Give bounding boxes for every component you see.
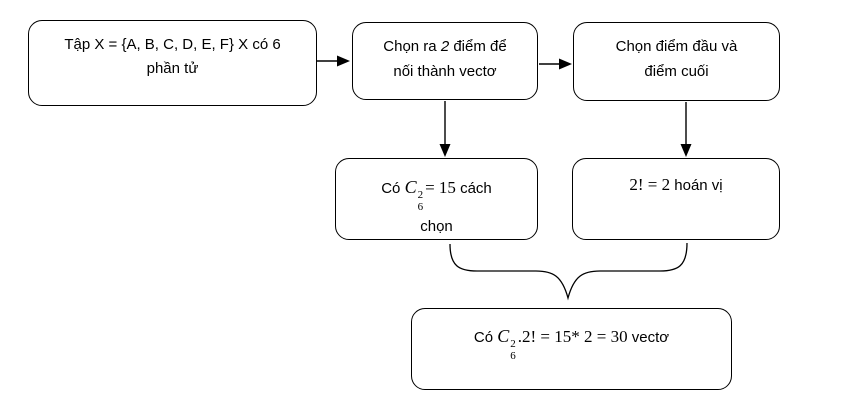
result-superscript: 2 [510,338,516,350]
choose-number: 2 [440,38,450,55]
result-subscript: 6 [510,349,516,362]
node-choose-points: Chọn ra 2 điểm để nối thành vectơ [352,22,538,100]
choose-post: điểm để [453,38,507,55]
result-equals: .2! = 15* 2 = 30 [517,327,628,346]
node-endpoints-line2: điểm cuối [644,63,709,80]
node-comb-line2: chọn [420,218,453,236]
result-pre: Có [473,329,494,346]
comb-symbol: C [404,177,417,197]
node-set-line1: Tập X = {A, B, C, D, E, F} X có 6 [64,36,281,53]
result-symbol: C [497,326,510,346]
merge-brace [449,242,688,301]
arrow-set-to-choose [316,55,350,67]
node-endpoints: Chọn điểm đầu và điểm cuối [573,22,780,101]
comb-superscript: 2 [417,189,424,201]
arrow-endpoints-to-perm [680,102,692,157]
node-endpoints-line1: Chọn điểm đầu và [615,38,738,55]
node-set-line2: phần tử [146,60,199,77]
node-perm-line1: 2! = 2 hoán vị [573,172,779,198]
choose-pre: Chọn ra [383,38,437,55]
node-permutation-count: 2! = 2 hoán vị [572,158,780,240]
comb-subscript: 6 [417,200,424,213]
node-choose-line1: Chọn ra 2 điểm để [353,34,537,59]
comb-equals: = 15 [425,178,456,197]
node-set-definition: Tập X = {A, B, C, D, E, F} X có 6 phần t… [28,20,317,106]
comb-post: cách [460,180,492,197]
node-choose-line2: nối thành vectơ [393,63,497,80]
comb-pre: Có [381,180,401,197]
perm-post: hoán vị [674,177,723,194]
result-post: vectơ [631,329,670,346]
arrow-choose-to-comb [439,101,451,157]
arrow-choose-to-endpoints [539,58,572,70]
permutation-formula: 2! = 2 [629,175,671,194]
